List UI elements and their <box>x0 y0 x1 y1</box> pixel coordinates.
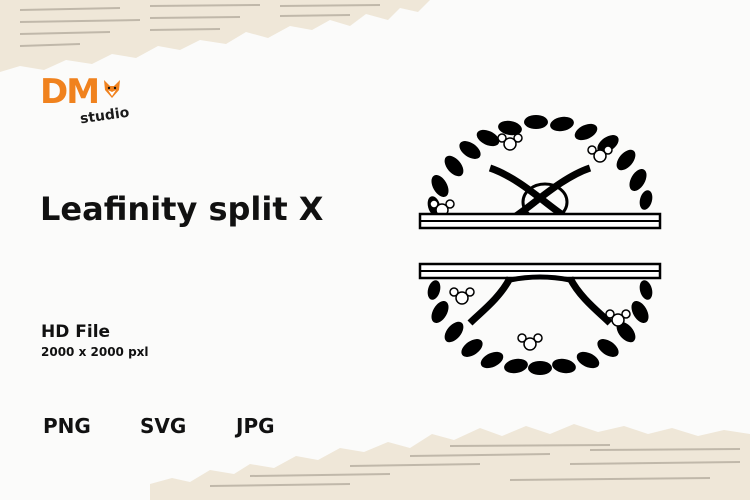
torn-paper-bottom <box>150 424 750 500</box>
logo-text: DM <box>40 72 100 112</box>
format-png: PNG <box>43 414 91 438</box>
file-dimensions: 2000 x 2000 pxl <box>41 345 149 359</box>
fox-icon <box>104 80 120 98</box>
split-x-monogram-icon <box>418 115 662 375</box>
brand-logo: DM studio <box>40 72 140 132</box>
file-quality-label: HD File <box>41 322 111 342</box>
product-title: Leafinity split X <box>40 190 324 228</box>
torn-paper-top <box>0 0 430 72</box>
format-jpg: JPG <box>236 414 275 438</box>
format-svg: SVG <box>140 414 187 438</box>
